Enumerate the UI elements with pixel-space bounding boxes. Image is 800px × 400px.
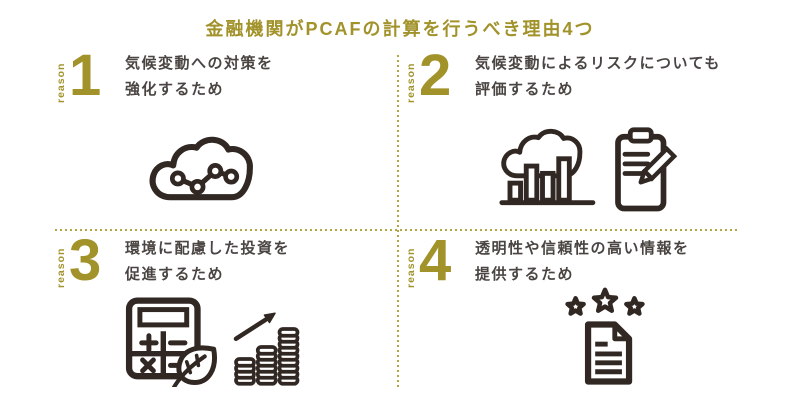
reason-text-line2: 評価するため xyxy=(475,81,575,99)
reason-3-header: reason 3 環境に配慮した投資を 促進するため xyxy=(55,228,395,293)
reason-text: 環境に配慮した投資を 促進するため xyxy=(125,236,290,289)
reason-1-section: reason 1 気候変動への対策を 強化するため xyxy=(55,43,395,222)
reason-number: 3 xyxy=(69,228,102,293)
reason-2-section: reason 2 気候変動によるリスクについても 評価するため xyxy=(405,43,745,222)
reason-text: 気候変動への対策を 強化するため xyxy=(125,51,274,104)
cloud-bar-chart-icon xyxy=(499,128,596,206)
reason-text-line2: 促進するため xyxy=(125,266,225,284)
reason-label: reason xyxy=(405,62,417,103)
cloud-line-chart-icon xyxy=(149,136,253,201)
reason-number: 1 xyxy=(69,43,102,108)
calculator-leaf-icon xyxy=(125,297,217,387)
reason-3-icons xyxy=(41,297,381,387)
reason-4-header: reason 4 透明性や信頼性の高い情報を 提供するため xyxy=(405,228,745,293)
reason-text-line1: 気候変動によるリスクについても xyxy=(475,55,721,72)
horizontal-divider xyxy=(55,229,739,231)
reason-text-line1: 環境に配慮した投資を xyxy=(125,240,291,257)
reason-text: 気候変動によるリスクについても 評価するため xyxy=(475,51,721,104)
reason-1-icons xyxy=(35,128,375,214)
reason-text-line1: 気候変動への対策を xyxy=(125,55,274,72)
reason-2-icons xyxy=(419,123,759,214)
reason-number: 4 xyxy=(419,228,452,293)
reason-3-section: reason 3 環境に配慮した投資を 促進するため xyxy=(55,228,395,390)
coin-stacks-growth-icon xyxy=(233,312,300,386)
reason-1-header: reason 1 気候変動への対策を 強化するため xyxy=(55,43,395,108)
vertical-divider xyxy=(397,55,399,387)
reason-number: 2 xyxy=(419,43,452,108)
page-title: 金融機関がPCAFの計算を行うべき理由4つ xyxy=(205,19,595,39)
reason-4-section: reason 4 透明性や信頼性の高い情報を 提供するため xyxy=(405,228,745,390)
reason-text-line1: 透明性や信頼性の高い情報を xyxy=(475,240,690,257)
stars-document-icon xyxy=(565,287,645,385)
reason-label: reason xyxy=(55,247,67,288)
clipboard-pencil-icon xyxy=(615,127,678,212)
reason-4-icons xyxy=(435,287,775,387)
reason-label: reason xyxy=(55,62,67,103)
reason-text-line2: 強化するため xyxy=(125,81,225,99)
reason-label: reason xyxy=(405,247,417,288)
reason-text-line2: 提供するため xyxy=(475,266,575,284)
reason-2-header: reason 2 気候変動によるリスクについても 評価するため xyxy=(405,43,745,108)
reason-text: 透明性や信頼性の高い情報を 提供するため xyxy=(475,236,690,289)
